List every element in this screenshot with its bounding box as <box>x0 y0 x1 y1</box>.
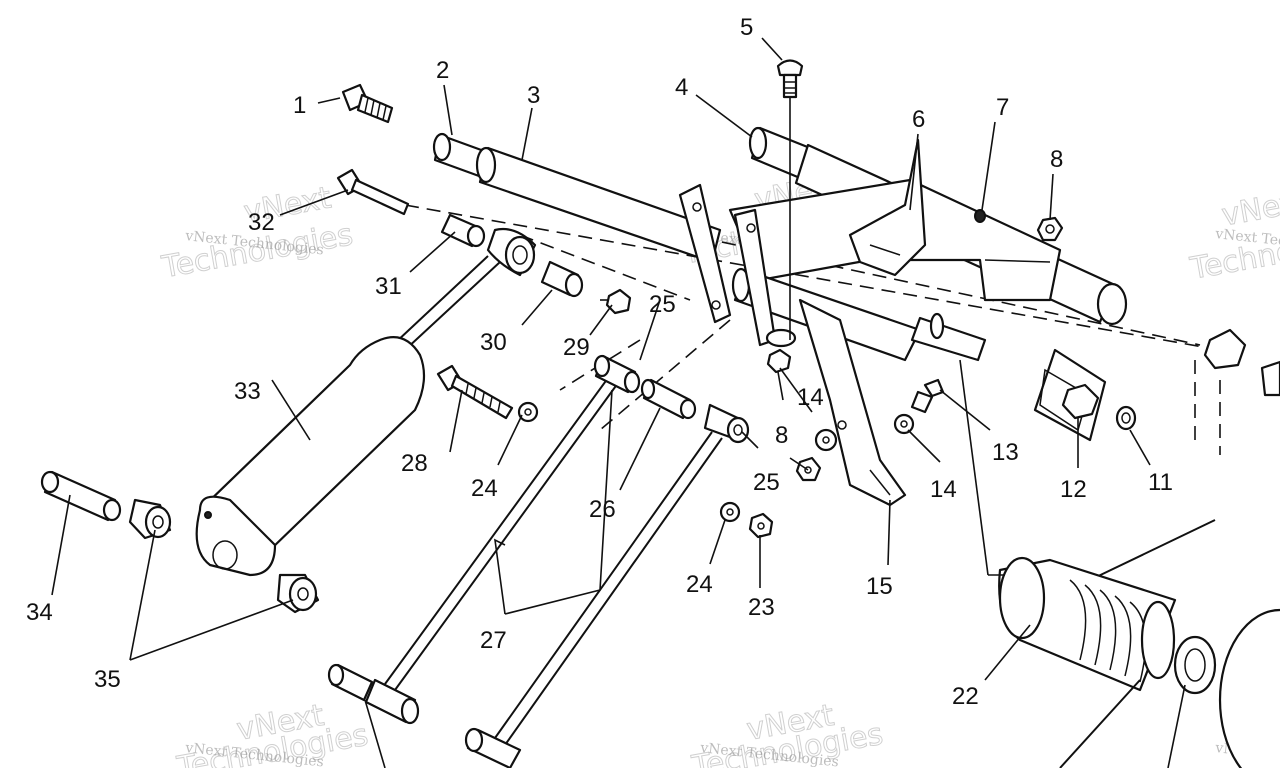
callout-5: 5 <box>740 14 753 41</box>
callout-30: 30 <box>480 329 507 356</box>
washer-upper <box>765 328 797 348</box>
callout-14-left: 14 <box>797 384 824 411</box>
callout-33: 33 <box>234 378 261 405</box>
callout-6: 6 <box>912 106 925 133</box>
callout-24-lower: 24 <box>686 571 713 598</box>
rear-arm <box>798 298 907 507</box>
callout-12: 12 <box>1060 476 1087 503</box>
washer-24-lower <box>719 501 741 523</box>
nut-12 <box>1061 383 1100 420</box>
tie-rods <box>327 354 750 768</box>
bushings-35 <box>128 498 320 614</box>
shock-absorber <box>195 255 501 577</box>
pin-34 <box>40 470 122 522</box>
small-hardware <box>517 209 1137 539</box>
callout-26: 26 <box>589 496 616 523</box>
nut-8-lower <box>795 456 822 482</box>
callout-15: 15 <box>866 573 893 600</box>
washer-24-upper <box>517 401 539 423</box>
bolt-13 <box>923 378 945 398</box>
callout-11: 11 <box>1148 469 1173 496</box>
callout-13: 13 <box>992 439 1019 466</box>
callout-24-upper: 24 <box>471 475 498 502</box>
callout-23: 23 <box>748 594 775 621</box>
callout-27: 27 <box>480 627 507 654</box>
callout-8-lower: 8 <box>775 422 788 449</box>
callout-22: 22 <box>952 683 979 710</box>
washer-14-left <box>814 428 838 452</box>
callout-3: 3 <box>527 82 540 109</box>
washer-14-right <box>893 413 915 435</box>
washer-11 <box>1115 405 1137 431</box>
callout-2: 2 <box>436 57 449 84</box>
callout-35: 35 <box>94 666 121 693</box>
callout-28: 28 <box>401 450 428 477</box>
callout-labels: 1 2 3 4 5 6 7 8 8 11 12 13 14 14 15 22 2… <box>26 14 1173 710</box>
callout-8-upper: 8 <box>1050 146 1063 173</box>
callout-1: 1 <box>293 92 306 119</box>
callout-4: 4 <box>675 74 688 101</box>
nut-8-upper <box>1036 216 1064 242</box>
callout-14-right: 14 <box>930 476 957 503</box>
bolt-5 <box>776 59 804 99</box>
rear-right-hardware <box>1203 328 1280 397</box>
bushings-31-30 <box>440 213 584 298</box>
nut-23 <box>748 512 774 539</box>
callout-25-upper: 25 <box>649 291 676 318</box>
torsion-bracket <box>848 138 927 277</box>
bolt-1 <box>341 83 394 124</box>
leader-lines <box>51 37 1186 768</box>
callout-7: 7 <box>996 94 1009 121</box>
nut-29 <box>605 288 632 315</box>
side-plate <box>678 183 777 347</box>
callout-25-lower: 25 <box>753 469 780 496</box>
watermark-big-vnext-3: vNext <box>1219 184 1280 234</box>
callout-34: 34 <box>26 599 53 626</box>
bolt-32 <box>336 168 410 216</box>
clip-7 <box>974 209 986 223</box>
bolt-28 <box>436 364 514 420</box>
callout-32: 32 <box>248 209 275 236</box>
nut-upper <box>766 348 792 374</box>
callout-29: 29 <box>563 334 590 361</box>
torsion-spring <box>998 519 1280 768</box>
callout-31: 31 <box>375 273 402 300</box>
